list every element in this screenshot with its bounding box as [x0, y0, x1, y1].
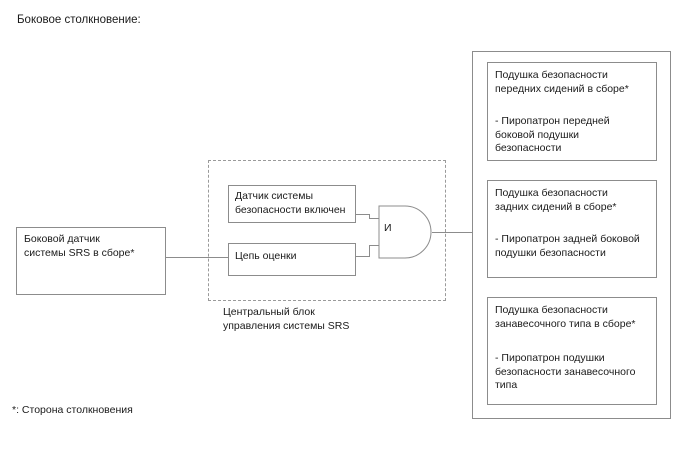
- curtain-airbag-detail: - Пиропатрон подушки безопасности занаве…: [495, 352, 636, 391]
- rear-seat-airbag-detail: - Пиропатрон задней боковой подушки безо…: [495, 233, 640, 259]
- and-gate-label: И: [384, 222, 392, 234]
- front-seat-airbag-detail: - Пиропатрон передней боковой подушки бе…: [495, 115, 610, 154]
- wire-sensor-on-drop: [369, 214, 370, 219]
- wire-eval-rise: [369, 245, 370, 257]
- side-sensor-box: Боковой датчик системы SRS в сборе*: [16, 227, 166, 295]
- page-title: Боковое столкновение:: [17, 14, 141, 26]
- srs-control-unit-caption: Центральный блок управления системы SRS: [223, 306, 350, 332]
- curtain-airbag-title: Подушка безопасности занавесочного типа …: [495, 304, 636, 330]
- wire-sensor-on-out: [356, 214, 370, 215]
- safety-sensor-on-box: Датчик системы безопасности включен: [228, 185, 356, 223]
- rear-seat-airbag-box: Подушка безопасности задних сидений в сб…: [487, 180, 657, 278]
- wire-eval-to-gate: [369, 245, 379, 246]
- footnote: *: Сторона столкновения: [12, 404, 133, 416]
- evaluation-circuit-box: Цепь оценки: [228, 243, 356, 276]
- and-gate-icon: [378, 205, 433, 259]
- rear-seat-airbag-title: Подушка безопасности задних сидений в сб…: [495, 187, 617, 213]
- wire-eval-out: [356, 256, 370, 257]
- side-sensor-label: Боковой датчик системы SRS в сборе*: [24, 233, 135, 259]
- wire-gate-output: [432, 232, 472, 233]
- front-seat-airbag-title: Подушка безопасности передних сидений в …: [495, 69, 629, 95]
- curtain-airbag-box: Подушка безопасности занавесочного типа …: [487, 297, 657, 405]
- front-seat-airbag-box: Подушка безопасности передних сидений в …: [487, 62, 657, 161]
- srs-control-unit-block: [208, 160, 446, 301]
- safety-sensor-on-label: Датчик системы безопасности включен: [235, 190, 346, 216]
- wire-sensor-on-to-gate: [369, 218, 379, 219]
- evaluation-circuit-label: Цепь оценки: [235, 250, 297, 262]
- wire-sensor-to-eval: [166, 257, 228, 258]
